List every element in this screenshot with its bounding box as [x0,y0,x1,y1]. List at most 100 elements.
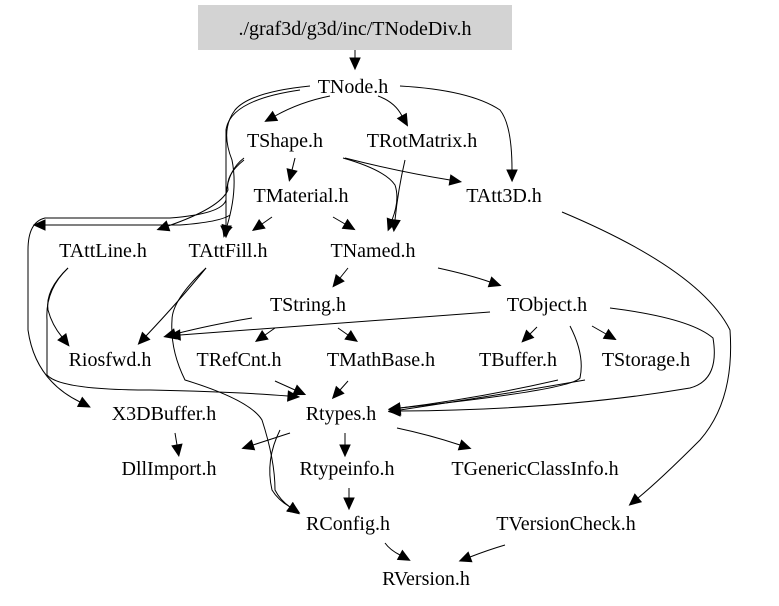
arrowhead [156,220,171,232]
node-tattline[interactable]: TAttLine.h [59,240,147,262]
node-tatt3d[interactable]: TAtt3D.h [466,185,542,207]
arrowhead [220,225,232,239]
edge-tshape-to-tattline [167,159,245,227]
node-tobject[interactable]: TObject.h [507,294,587,316]
node-label: TObject.h [507,294,587,316]
node-tmaterial[interactable]: TMaterial.h [254,185,349,207]
edge-rtypes-to-dllimport [252,432,291,446]
edge-tstring-to-trefcnt [264,327,276,336]
arrowhead [332,274,345,288]
edge-tattfill-to-riosfwd [145,267,207,337]
arrowhead [241,439,256,451]
node-tattfill[interactable]: TAttFill.h [189,240,268,262]
arrowhead [32,219,46,231]
arrowhead [341,218,356,231]
node-x3dbuffer[interactable]: X3DBuffer.h [112,403,217,425]
edge-tatt3d-to-tversioncheck [561,211,732,499]
arrowhead [506,169,518,183]
node-tbuffer[interactable]: TBuffer.h [479,349,557,371]
edge-tversioncheck-to-rversion [469,544,506,558]
node-label: TRefCnt.h [197,349,282,371]
edge-rtypes-to-tgenericclassinfo [396,427,461,446]
edge-tmathbase-to-rtypes [339,380,349,391]
edge-tobject-to-tbuffer [529,326,538,335]
edge-tshape-to-tatt3d [344,157,451,181]
edge-tnode-to-trotmatrix [377,95,403,117]
arrowhead [458,551,473,563]
node-trotmatrix[interactable]: TRotMatrix.h [367,130,478,152]
edge-tstring-to-riosfwd [174,317,253,335]
root-node-box [198,5,512,50]
edge-tshape-to-rtypes [45,214,231,226]
edge-tattline-to-rtypes [46,267,289,397]
node-label: TRotMatrix.h [367,130,478,152]
node-label: TShape.h [247,130,323,152]
node-label: Riosfwd.h [69,349,152,371]
arrowhead [264,110,279,122]
arrowhead [339,444,351,458]
node-tnamed[interactable]: TNamed.h [331,240,416,262]
edge-trotmatrix-to-tnamed [394,159,406,221]
node-riosfwd[interactable]: Riosfwd.h [69,349,152,371]
node-label: RVersion.h [382,568,470,590]
node-label: TBuffer.h [479,349,557,371]
node-trefcnt[interactable]: TRefCnt.h [197,349,282,371]
arrowhead [396,549,411,561]
arrowhead [254,329,269,343]
node-label: TAtt3D.h [466,185,542,207]
arrowhead [171,443,183,458]
arrowhead [76,396,91,408]
arrowhead [344,329,359,343]
edge-tshape-to-tmaterial [291,157,296,171]
node-label: TMathBase.h [327,349,435,371]
edge-tstorage-to-rtypes [399,379,586,411]
node-rtypeinfo[interactable]: Rtypeinfo.h [300,458,395,480]
edge-tobject-to-tstorage [591,325,607,335]
node-label: TString.h [270,294,346,316]
node-rtypes[interactable]: Rtypes.h [306,403,377,425]
node-rconfig[interactable]: RConfig.h [306,513,390,535]
edge-trefcnt-to-rtypes [274,380,296,391]
edge-tobject-to-rtypes-alt [399,307,715,412]
edge-tobject-to-riosfwd [179,311,491,336]
node-label: TNamed.h [331,240,416,262]
arrowhead [57,333,70,347]
node-label: TAttFill.h [189,240,268,262]
node-tgenericclassinfo[interactable]: TGenericClassInfo.h [451,458,618,480]
node-tnode[interactable]: TNode.h [318,76,389,98]
arrowhead [487,276,502,288]
node-tmathbase[interactable]: TMathBase.h [327,349,435,371]
edge-rconfig-to-rversion [384,542,401,556]
arrowhead [628,493,643,506]
edge-tshape-to-tnamed [342,157,398,221]
edge-x3dbuffer-to-dllimport [174,432,178,446]
node-dllimport[interactable]: DllImport.h [122,458,217,480]
edge-tattline-to-riosfwd [47,267,69,338]
node-tstorage[interactable]: TStorage.h [602,349,690,371]
node-label: TMaterial.h [254,185,349,207]
arrowhead [137,331,151,345]
arrowhead [292,384,307,396]
arrowhead [396,112,409,127]
edge-tbuffer-to-rtypes [399,379,559,409]
node-tversioncheck[interactable]: TVersionCheck.h [496,513,635,535]
node-tshape[interactable]: TShape.h [247,130,323,152]
node-label: RConfig.h [306,513,390,535]
node-label: ./graf3d/g3d/inc/TNodeDiv.h [238,18,471,40]
arrowhead [251,218,266,232]
node-label: TAttLine.h [59,240,147,262]
edge-tshape-to-tattfill [225,157,245,226]
edge-tstring-to-tmathbase [337,327,349,336]
node-label: X3DBuffer.h [112,403,217,425]
node-rversion[interactable]: RVersion.h [382,568,470,590]
arrowhead [343,497,355,511]
node-label: TVersionCheck.h [496,513,635,535]
nodes-layer: ./graf3d/g3d/inc/TNodeDiv.hTNode.hTShape… [59,5,690,590]
edge-tnamed-to-tobject [437,267,491,283]
node-root[interactable]: ./graf3d/g3d/inc/TNodeDiv.h [198,5,512,50]
node-tstring[interactable]: TString.h [270,294,346,316]
arrowhead [286,501,301,514]
arrowhead [167,329,181,341]
node-label: DllImport.h [122,458,217,480]
